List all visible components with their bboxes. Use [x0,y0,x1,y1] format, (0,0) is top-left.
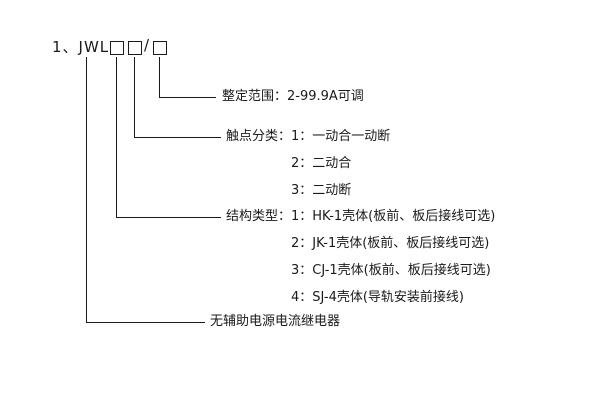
connector-contact-class [134,57,221,138]
structure-type-box-icon [110,41,124,55]
model-prefix: 1、JWL - [52,38,122,56]
contact-class-label: 触点分类：1：一动合一动断 [226,129,391,144]
structure-type-label: 结构类型：1：HK-1壳体(板前、板后接线可选) [226,209,496,224]
setting-range-label: 整定范围：2-99.9A可调 [222,89,364,104]
contact-class-box-icon [128,41,142,55]
model-slash: / [144,36,151,54]
setting-range-box-icon [153,41,167,55]
structure-type-option-2: 2：JK-1壳体(板前、板后接线可选) [291,236,490,251]
connector-structure-type [116,57,221,218]
structure-type-option-4: 4：SJ-4壳体(导轨安装前接线) [291,290,464,305]
relay-name-label: 无辅助电源电流继电器 [210,314,341,329]
structure-type-option-3: 3：CJ-1壳体(板前、板后接线可选) [291,263,491,278]
contact-class-option-3: 3：二动断 [291,183,352,198]
connector-setting-range [159,57,216,98]
connector-relay-name [86,57,205,323]
contact-class-option-2: 2：二动合 [291,156,352,171]
